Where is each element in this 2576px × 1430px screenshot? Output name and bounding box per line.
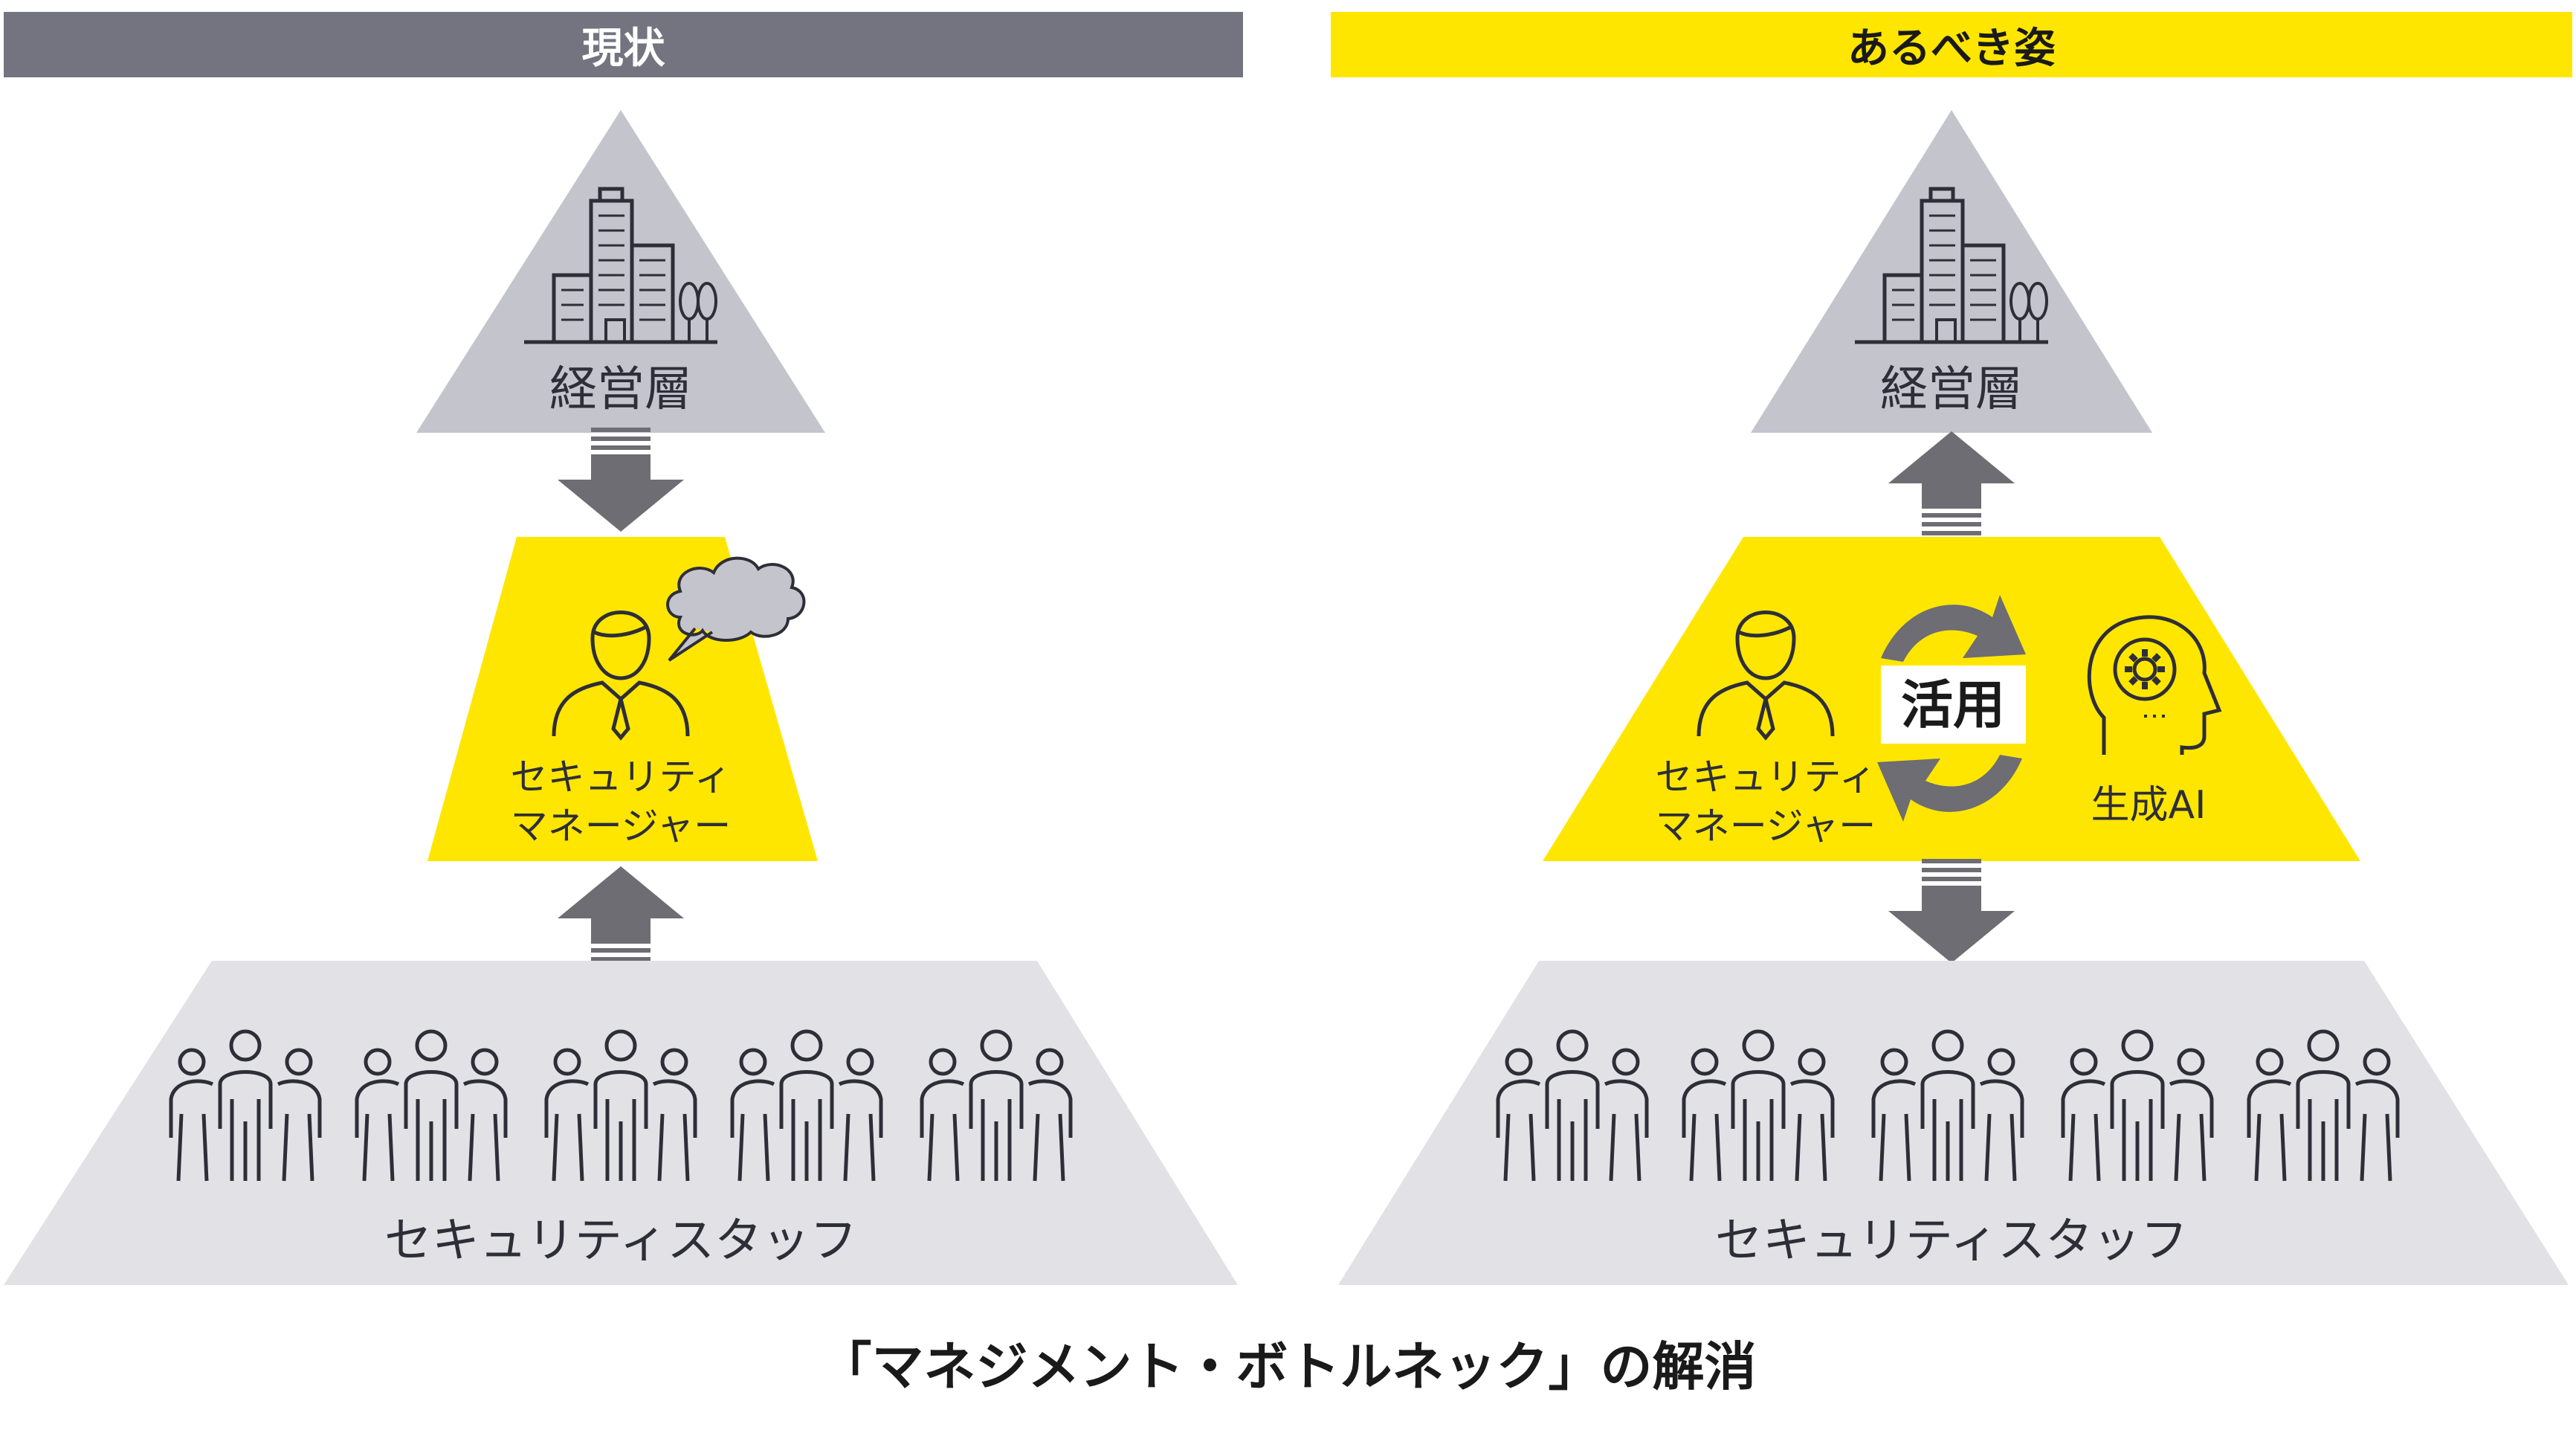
footer-caption: 「マネジメント・ボトルネック」の解消 bbox=[819, 1336, 1757, 1397]
header-target: あるべき姿 bbox=[1331, 12, 2572, 77]
manager-label-left-line2: マネージャー bbox=[511, 805, 732, 848]
arrow-up-icon bbox=[1888, 431, 2015, 535]
center-label-box bbox=[1881, 666, 2026, 744]
executive-label-left: 経営層 bbox=[549, 362, 692, 417]
staff-label-left: セキュリティスタッフ bbox=[384, 1214, 857, 1269]
manager-label-left-line1: セキュリティ bbox=[511, 756, 732, 799]
executive-triangle-left bbox=[416, 110, 825, 433]
ai-head-icon bbox=[2087, 615, 2222, 755]
header-target-label: あるべき姿 bbox=[1847, 24, 2056, 73]
header-current-label: 現状 bbox=[581, 24, 665, 73]
thought-cloud-icon bbox=[666, 556, 806, 662]
arrow-down-icon bbox=[1888, 859, 2015, 963]
staff-trapezoid-right bbox=[1338, 961, 2569, 1285]
arrow-up-icon bbox=[558, 866, 684, 970]
header-current: 現状 bbox=[4, 12, 1243, 77]
manager-label-right-line2: マネージャー bbox=[1656, 805, 1876, 848]
ai-label: 生成AI bbox=[2091, 783, 2207, 828]
arrow-down-icon bbox=[558, 428, 684, 532]
executive-label-right: 経営層 bbox=[1880, 362, 2023, 417]
cycle-arrows-icon bbox=[1877, 595, 2026, 822]
staff-label-right: セキュリティスタッフ bbox=[1715, 1214, 2188, 1269]
manager-label-right-line1: セキュリティ bbox=[1656, 756, 1876, 799]
center-label: 活用 bbox=[1901, 674, 2005, 735]
executive-triangle-right bbox=[1751, 110, 2152, 433]
